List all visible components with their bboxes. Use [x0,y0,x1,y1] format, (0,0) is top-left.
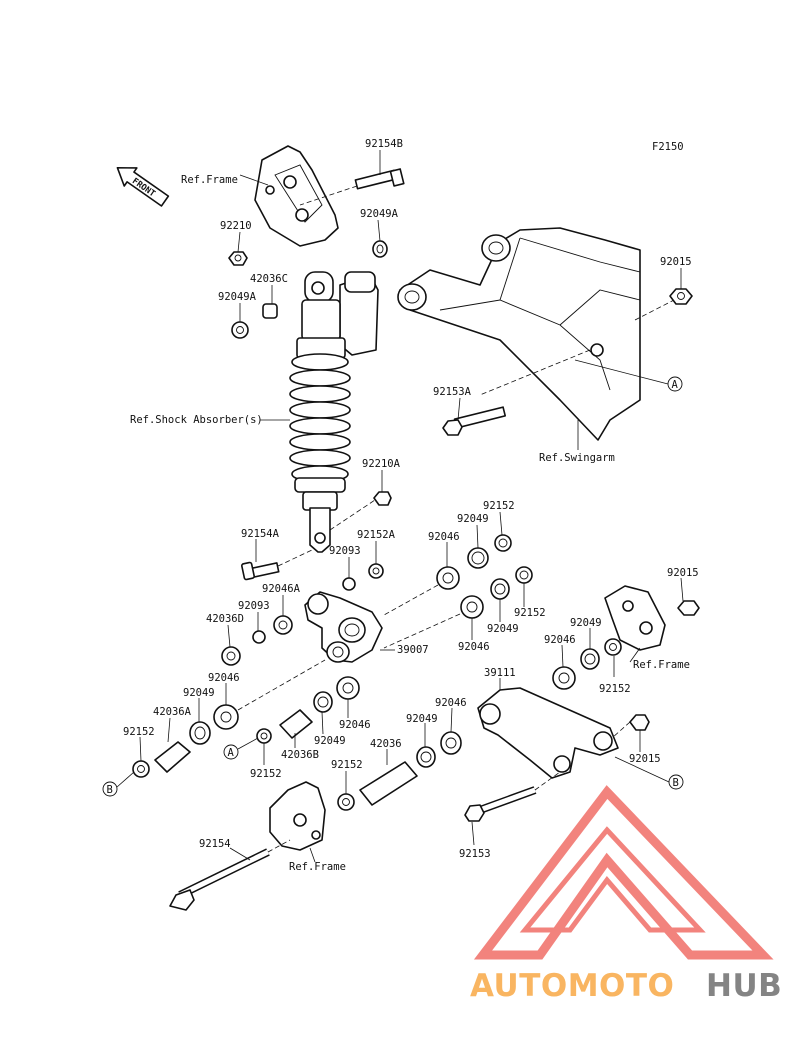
ref-frame-right: Ref.Frame [633,659,690,671]
bearing-stack-top [383,534,512,616]
part-label: 42036D [206,613,244,625]
part-label: 92049 [406,713,438,725]
part-label: 92015 [660,256,692,268]
marker-a-bottom: A [223,737,259,760]
bearing-stack-lower-center [337,731,462,811]
part-label: 92046 [428,531,460,543]
washer-92093-a [342,577,356,591]
washer-92049A-top [372,240,388,258]
bearing-stack-right [552,638,622,690]
part-label: 42036C [250,273,288,285]
part-label: 92046 [544,634,576,646]
front-arrow-icon: FRONT [116,166,170,207]
marker-b-left: B [102,771,135,797]
part-label: 92046A [262,583,301,595]
bolt-92154B [299,168,405,206]
svg-text:A: A [228,747,235,759]
part-number-labels: 92154B 92210 92049A 42036C 92049A 92015 … [123,138,699,860]
collar-42036C [262,303,278,319]
bearing-stack-mid [383,566,533,649]
part-label: 92049 [457,513,489,525]
part-label: 92046 [339,719,371,731]
part-label: 92152 [250,768,282,780]
ref-swingarm: Ref.Swingarm [539,452,615,464]
washer-92093-b [252,630,266,644]
tie-rod-39111 [477,687,619,779]
part-label: 92093 [329,545,361,557]
svg-text:B: B [673,777,679,789]
bolt-92154A [241,549,313,581]
bearing-stack-center [256,676,360,744]
watermark-logo [473,785,774,960]
bolt-92153A [442,406,507,436]
part-label: 92153A [433,386,472,398]
marker-a-top: A [574,359,683,392]
ref-frame-bottom: Ref.Frame [289,861,346,873]
bolt-92153 [464,771,561,822]
swingarm [397,227,679,441]
diagram-id: F2150 [652,141,684,153]
svg-text:A: A [672,379,679,391]
part-label: 92152 [123,726,155,738]
part-label: 92046 [458,641,490,653]
bearing-stack-lower-left [132,659,326,778]
nut-92015-top [669,288,693,305]
watermark-part2: HUB [706,968,782,1004]
watermark-part1: AUTOMOTO [470,968,674,1004]
part-label: 92049 [314,735,346,747]
part-label: 92049 [487,623,519,635]
part-label: 92210A [362,458,401,470]
marker-b-right: B [614,756,684,790]
part-label: 92210 [220,220,252,232]
part-label: 42036A [153,706,192,718]
part-label: 92152 [483,500,515,512]
collar-42036D [221,646,241,666]
frame-bracket-bottom [269,781,326,851]
shock-absorber [289,271,379,553]
part-label: 42036B [281,749,319,761]
part-label: 92093 [238,600,270,612]
part-label: 92049A [360,208,399,220]
svg-text:B: B [107,784,113,796]
part-label: 92154 [199,838,231,850]
nut-92210A [373,491,392,506]
bearing-92046A [273,615,293,635]
part-label: 92153 [459,848,491,860]
part-label: 92152 [599,683,631,695]
ref-shock-absorber: Ref.Shock Absorber(s) [130,414,263,426]
part-label: 39007 [397,644,429,656]
frame-bracket-top [254,145,339,247]
watermark-text: AUTOMOTO HUB [470,968,782,1004]
part-label: 92015 [667,567,699,579]
ref-frame-top: Ref.Frame [181,174,238,186]
shock-spring [289,353,351,483]
bolt-92154 [169,839,291,911]
part-label: 42036 [370,738,402,750]
part-label: 92049 [183,687,215,699]
part-label: 92049A [218,291,257,303]
part-label: 92154A [241,528,280,540]
nut-92210 [228,251,248,266]
part-label: 92015 [629,753,661,765]
washer-92049A-left [231,321,249,339]
part-label: 92046 [435,697,467,709]
frame-bracket-right [604,585,666,651]
part-label: 92049 [570,617,602,629]
part-label: 92046 [208,672,240,684]
part-label: 39111 [484,667,516,679]
washer-92152A [368,563,384,579]
part-label: 92154B [365,138,403,150]
leader-lines [139,150,684,863]
part-label: 92152A [357,529,396,541]
part-label: 92152 [331,759,363,771]
nut-92015-right [677,600,700,616]
nut-92015-r2 [611,714,650,739]
part-label: 92152 [514,607,546,619]
rocker-arm-39007 [304,591,383,663]
